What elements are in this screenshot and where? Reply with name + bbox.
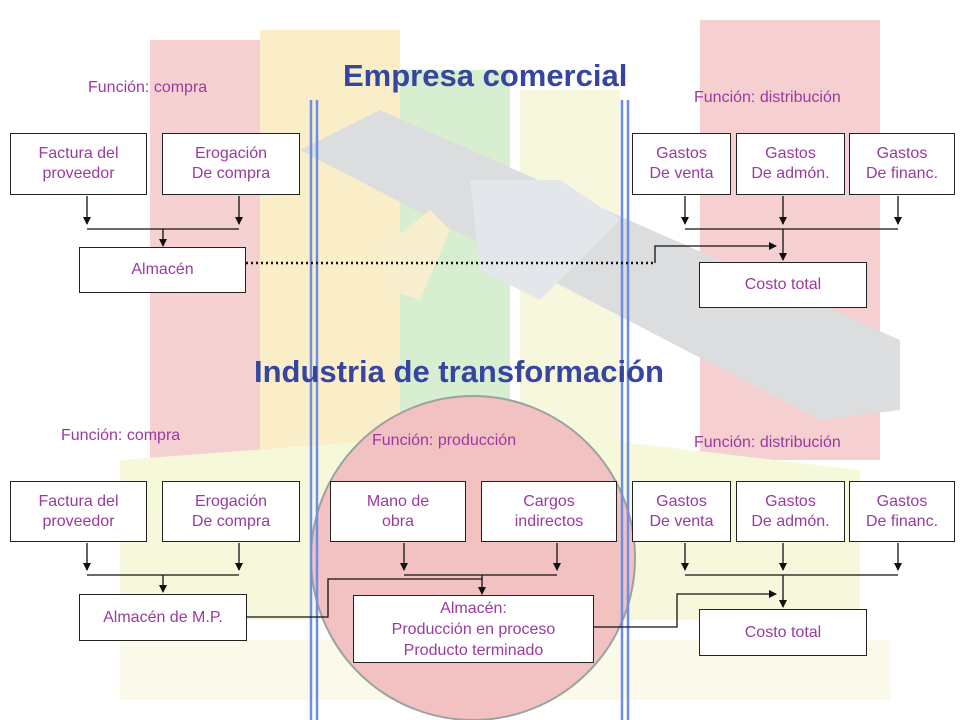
title-industria-transformacion: Industria de transformación [254,354,664,389]
bottom-factura-proveedor-box: Factura del proveedor [10,481,147,542]
bottom-cargos-indirectos-box: Cargos indirectos [481,481,617,542]
bottom-almacen-proceso-box: Almacén: Producción en proceso Producto … [353,595,594,663]
bottom-costo-total-box: Costo total [699,609,867,656]
top-gastos-venta-box: Gastos De venta [632,133,731,195]
top-funcion-distribucion-label: Función: distribución [694,89,841,106]
bottom-gastos-admon-box: Gastos De admón. [736,481,845,542]
top-factura-proveedor-box: Factura del proveedor [10,133,147,195]
top-almacen-box: Almacén [79,247,246,293]
bottom-gastos-financ-box: Gastos De financ. [849,481,955,542]
title-empresa-comercial: Empresa comercial [343,58,628,93]
top-costo-total-box: Costo total [699,262,867,308]
bottom-mano-obra-box: Mano de obra [330,481,466,542]
top-erogacion-compra-box: Erogación De compra [162,133,300,195]
bottom-erogacion-compra-box: Erogación De compra [162,481,300,542]
bottom-almacen-mp-box: Almacén de M.P. [79,594,247,641]
bottom-funcion-compra-label: Función: compra [61,427,181,444]
bottom-funcion-produccion-label: Función: producción [372,432,517,449]
top-funcion-compra-label: Función: compra [88,79,208,96]
bottom-gastos-venta-box: Gastos De venta [632,481,731,542]
top-gastos-financ-box: Gastos De financ. [849,133,955,195]
bottom-funcion-distribucion-label: Función: distribución [694,434,841,451]
top-gastos-admon-box: Gastos De admón. [736,133,845,195]
